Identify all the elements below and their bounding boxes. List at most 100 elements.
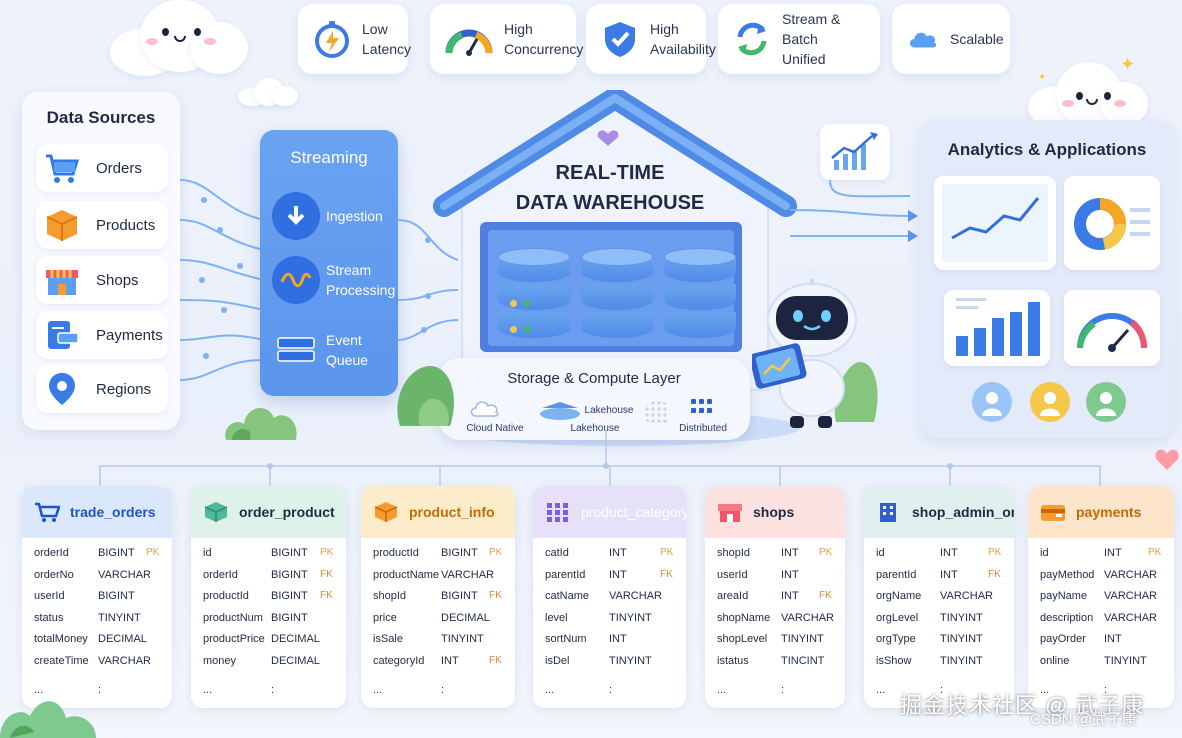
more-rows-colon: : — [781, 684, 785, 696]
source-regions[interactable]: Regions — [36, 365, 168, 413]
source-payments[interactable]: Payments — [36, 311, 168, 359]
column-key: FK — [320, 568, 333, 580]
bar-chart-card — [944, 290, 1050, 366]
column-type: BIGINT — [271, 611, 308, 624]
watermark-text: 掘金技术社区 @ 武子康 — [900, 693, 1145, 718]
more-rows-ellipsis: ... — [34, 684, 44, 696]
column-type: INT — [781, 590, 799, 602]
feature-label: Scalable — [950, 31, 1004, 47]
source-products[interactable]: Products — [36, 201, 168, 249]
source-shops[interactable]: Shops — [36, 256, 168, 304]
column-field: shopId — [717, 547, 751, 559]
more-rows-ellipsis: ... — [545, 684, 555, 696]
column-field: userId — [717, 568, 748, 581]
wallet-icon — [1041, 505, 1065, 521]
shop-icon — [718, 504, 742, 522]
column-type: BIGINT — [271, 590, 308, 602]
column-type: VARCHAR — [1104, 568, 1157, 581]
table-row: userId INT — [705, 566, 845, 587]
column-key: FK — [988, 568, 1001, 580]
grid-icon — [547, 503, 568, 522]
column-field: isShow — [876, 654, 912, 667]
source-label: Payments — [96, 326, 163, 344]
more-rows-ellipsis: ... — [876, 684, 886, 696]
table-header: shops — [705, 486, 845, 538]
column-field: shopId — [373, 590, 407, 602]
column-type: TINYINT — [1104, 654, 1147, 667]
column-field: istatus — [717, 654, 749, 667]
heart-icon — [1155, 449, 1179, 470]
column-type: INT — [609, 547, 627, 559]
storage-item: Distributed — [679, 423, 727, 434]
source-label: Regions — [96, 380, 152, 398]
user-avatar-icon — [982, 392, 1116, 416]
table-name: product_category — [581, 504, 686, 520]
warehouse-title: REAL-TIME DATA WAREHOUSE — [515, 162, 705, 214]
column-field: status — [34, 611, 64, 624]
column-type: DECIMAL — [441, 611, 490, 624]
feature-scalable: Scalable — [892, 4, 1010, 74]
column-key: FK — [320, 590, 333, 601]
building-icon — [880, 503, 896, 522]
analytics-panel: Analytics & Applications — [920, 120, 1174, 438]
lakehouse-icon — [540, 402, 580, 420]
plant-decoration — [0, 701, 96, 738]
more-rows-ellipsis: ... — [717, 684, 727, 696]
column-type: TINYINT — [781, 633, 824, 645]
donut-chart-card — [1064, 176, 1160, 270]
more-rows-ellipsis: ... — [373, 684, 383, 696]
sync-icon — [737, 22, 767, 56]
column-field: productNum — [203, 611, 263, 624]
distributed-icon — [691, 399, 712, 413]
column-type: INT — [781, 568, 799, 581]
table-header: trade_orders — [22, 486, 172, 538]
source-label: Shops — [96, 271, 139, 289]
storage-label: Storage & Compute Layer — [507, 370, 681, 387]
table-name: shops — [753, 504, 795, 520]
column-field: id — [203, 547, 212, 559]
storage-item: Cloud Native — [466, 423, 524, 434]
bush-decoration — [225, 407, 297, 440]
column-field: id — [876, 547, 885, 559]
column-field: userId — [34, 590, 65, 602]
column-field: orgName — [876, 590, 922, 602]
more-rows-ellipsis: ... — [1040, 684, 1050, 696]
column-type: INT — [1104, 633, 1122, 645]
column-type: TINCINT — [781, 654, 825, 667]
download-arrow-icon — [272, 192, 320, 240]
small-cloud-icon — [238, 78, 298, 106]
table-name: trade_orders — [70, 504, 156, 520]
column-field: shopName — [717, 611, 771, 624]
column-type: DECIMAL — [271, 654, 320, 667]
wave-icon — [272, 256, 320, 304]
column-key: PK — [1148, 547, 1162, 558]
database-cylinder-icon — [498, 248, 570, 338]
source-orders[interactable]: Orders — [36, 144, 168, 192]
watermark-text: CSDN @武子康 — [1030, 711, 1137, 728]
column-field: catId — [545, 547, 569, 559]
cloud-mascot-icon — [1028, 62, 1148, 132]
column-type: BIGINT — [271, 568, 308, 581]
table-header: payments — [1028, 486, 1174, 538]
column-type: TINYINT — [98, 611, 141, 624]
